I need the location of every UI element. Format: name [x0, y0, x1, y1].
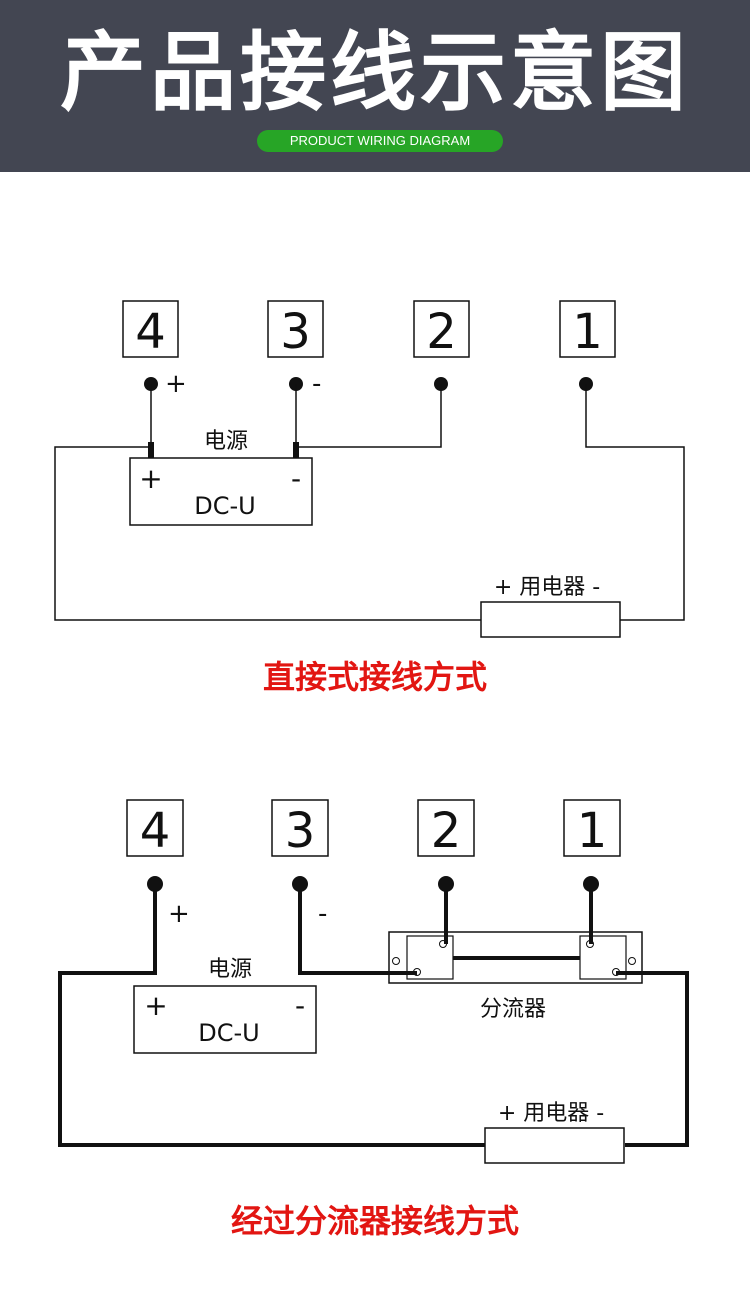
terminal-3: 3	[267, 300, 324, 360]
shunt-wiring-caption: 经过分流器接线方式	[230, 1202, 519, 1240]
terminal-4-polarity: +	[168, 899, 190, 929]
supply-plus-sign: +	[139, 462, 162, 495]
supply-label: DC-U	[198, 1019, 259, 1047]
terminal-3: 3	[271, 799, 329, 859]
terminal-1: 1	[559, 300, 616, 360]
page-title: 产品接线示意图	[60, 23, 690, 123]
terminal-4: 4	[126, 799, 184, 859]
terminal-4-label: 4	[135, 304, 166, 360]
supply-minus-sign: -	[295, 989, 305, 1022]
dc-supply-box	[129, 457, 313, 526]
terminal-3-label: 3	[280, 304, 311, 360]
terminal-2: 2	[413, 300, 470, 360]
supply-label: DC-U	[194, 492, 255, 520]
direct-wiring-diagram: 4 3 2 1 + - 电源 + - DC-U + 用电器 -	[54, 300, 685, 638]
supply-plus-post	[148, 442, 154, 458]
power-label: 电源	[204, 429, 248, 454]
terminal-1-label: 1	[572, 304, 603, 360]
load-label: + 用电器 -	[494, 575, 600, 600]
supply-minus-sign: -	[291, 462, 301, 495]
direct-wiring-caption: 直接式接线方式	[262, 658, 487, 696]
terminal-3-label: 3	[285, 803, 316, 859]
subtitle-badge: PRODUCT WIRING DIAGRAM	[257, 130, 503, 152]
terminal-2: 2	[417, 799, 475, 859]
load-resistor	[480, 601, 621, 638]
terminal-4: 4	[122, 300, 179, 360]
load-resistor	[484, 1127, 625, 1164]
power-label: 电源	[208, 957, 252, 982]
terminal-3-polarity: -	[312, 369, 321, 399]
direct-wires	[54, 384, 685, 621]
supply-minus-post	[293, 442, 299, 458]
shunt-label: 分流器	[480, 997, 546, 1022]
header-banner: 产品接线示意图 PRODUCT WIRING DIAGRAM	[0, 0, 750, 172]
terminal-4-polarity: +	[165, 369, 187, 399]
dc-supply-box	[133, 985, 317, 1054]
terminal-1-label: 1	[577, 803, 608, 859]
shunt-wiring-diagram: 4 3 2 1 + - 分流器 电源	[58, 799, 689, 1164]
shunt	[388, 931, 643, 984]
load-label: + 用电器 -	[498, 1101, 604, 1126]
terminal-4-label: 4	[140, 803, 171, 859]
terminal-2-label: 2	[426, 304, 457, 360]
terminal-1: 1	[563, 799, 621, 859]
supply-plus-sign: +	[144, 989, 167, 1022]
terminal-3-polarity: -	[318, 899, 327, 929]
terminal-2-label: 2	[431, 803, 462, 859]
shunt-wires	[58, 884, 689, 1147]
